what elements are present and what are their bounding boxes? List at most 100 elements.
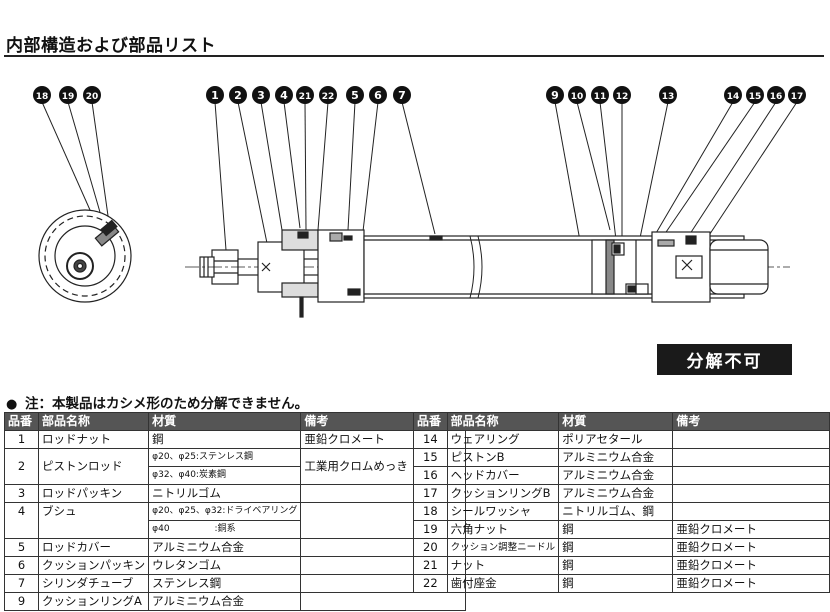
callout-21: 21 xyxy=(296,86,314,104)
callout-2: 2 xyxy=(229,86,247,104)
part-remarks xyxy=(672,430,830,449)
part-remarks: 亜鉛クロメート xyxy=(672,538,830,557)
callout-label: 15 xyxy=(749,92,762,102)
callout-10: 10 xyxy=(568,86,586,104)
part-name: シリンダチューブ xyxy=(37,574,150,593)
callout-label: 20 xyxy=(86,92,99,102)
part-name: 歯付座金 xyxy=(446,574,560,593)
table-row: 7 シリンダチューブ ステンレス鋼 xyxy=(4,574,467,593)
callout-label: 16 xyxy=(770,92,783,102)
header-name: 部品名称 xyxy=(37,412,150,431)
part-name: ヘッドカバー xyxy=(446,466,560,485)
part-material: 鋼 xyxy=(148,430,302,449)
callout-label: 3 xyxy=(257,89,265,102)
table-row: 3 ロッドパッキン ニトリルゴム xyxy=(4,484,467,503)
title-divider xyxy=(4,55,824,57)
part-remarks: 亜鉛クロメート xyxy=(672,574,830,593)
part-num: 2 xyxy=(4,448,39,485)
table-header-row: 品番 部品名称 材質 備考 xyxy=(4,412,467,431)
part-remarks: 亜鉛クロメート xyxy=(672,520,830,539)
part-material: 鋼 xyxy=(558,538,674,557)
callout-label: 13 xyxy=(662,92,675,102)
part-name: ロッドパッキン xyxy=(37,484,150,503)
part-name: ロッドカバー xyxy=(37,538,150,557)
callout-circle xyxy=(393,86,411,104)
part-name: クッションリングB xyxy=(446,484,560,503)
callout-label: 17 xyxy=(791,92,804,102)
callout-circle xyxy=(591,86,609,104)
callout-19: 19 xyxy=(59,86,77,104)
header-material: 材質 xyxy=(148,412,302,431)
callout-17: 17 xyxy=(788,86,806,104)
not-disassemblable-badge: 分解不可 xyxy=(657,344,792,375)
part-remarks xyxy=(300,592,467,611)
callout-label: 18 xyxy=(36,92,49,102)
part-num: 6 xyxy=(4,556,39,575)
part-name: シールワッシャ xyxy=(446,502,560,521)
part-name: クッション調整ニードル xyxy=(446,538,560,557)
callout-15: 15 xyxy=(746,86,764,104)
callout-circle xyxy=(546,86,564,104)
callout-circle xyxy=(788,86,806,104)
part-material: アルミニウム合金 xyxy=(558,466,674,485)
table-row: 2 ピストンロッド φ20、φ25:ステンレス鋼 工業用クロムめっき xyxy=(4,448,467,485)
part-num: 14 xyxy=(413,430,448,449)
part-remarks xyxy=(672,466,830,485)
callout-circle xyxy=(767,86,785,104)
part-num: 19 xyxy=(413,520,448,539)
callout-circle xyxy=(568,86,586,104)
callout-6: 6 xyxy=(369,86,387,104)
part-name: クッションパッキン xyxy=(37,556,150,575)
part-remarks: 亜鉛クロメート xyxy=(672,556,830,575)
part-remarks xyxy=(672,448,830,467)
part-remarks xyxy=(672,484,830,503)
part-name: ロッドナット xyxy=(37,430,150,449)
part-remarks xyxy=(672,502,830,521)
part-material: φ20、φ25:ステンレス鋼 xyxy=(148,448,302,467)
part-material: 鋼 xyxy=(558,556,674,575)
callout-label: 10 xyxy=(571,92,584,102)
callout-5: 5 xyxy=(346,86,364,104)
part-material: アルミニウム合金 xyxy=(148,538,302,557)
callout-13: 13 xyxy=(659,86,677,104)
callout-label: 22 xyxy=(322,92,335,102)
callout-circle xyxy=(206,86,224,104)
table-row: 4 ブシュ φ20、φ25、φ32:ドライベアリング xyxy=(4,502,467,539)
callout-circle xyxy=(319,86,337,104)
part-num: 22 xyxy=(413,574,448,593)
part-name: 六角ナット xyxy=(446,520,560,539)
callout-label: 4 xyxy=(280,89,288,102)
disassembly-note: ● 注：本製品はカシメ形のため分解できません。 xyxy=(6,392,308,412)
part-name: クッションリングA xyxy=(37,592,150,611)
part-num: 15 xyxy=(413,448,448,467)
callout-label: 2 xyxy=(234,89,242,102)
table-row: 6 クッションパッキン ウレタンゴム xyxy=(4,556,467,575)
callout-circle xyxy=(724,86,742,104)
part-num: 18 xyxy=(413,502,448,521)
part-name: ナット xyxy=(446,556,560,575)
side-view xyxy=(185,229,790,318)
part-num: 9 xyxy=(4,592,39,611)
callout-1: 1 xyxy=(206,86,224,104)
callout-label: 9 xyxy=(551,89,559,102)
callout-20: 20 xyxy=(83,86,101,104)
callout-12: 12 xyxy=(613,86,631,104)
callout-circle xyxy=(33,86,51,104)
part-material: ウレタンゴム xyxy=(148,556,302,575)
callout-7: 7 xyxy=(393,86,411,104)
page-title: 内部構造および部品リスト xyxy=(6,36,216,56)
table-header-row: 品番 部品名称 材質 備考 xyxy=(413,412,830,431)
part-material-alt: φ32、φ40:炭素鋼 xyxy=(148,466,302,485)
header-num: 品番 xyxy=(413,412,448,431)
part-num: 20 xyxy=(413,538,448,557)
callout-circle xyxy=(746,86,764,104)
